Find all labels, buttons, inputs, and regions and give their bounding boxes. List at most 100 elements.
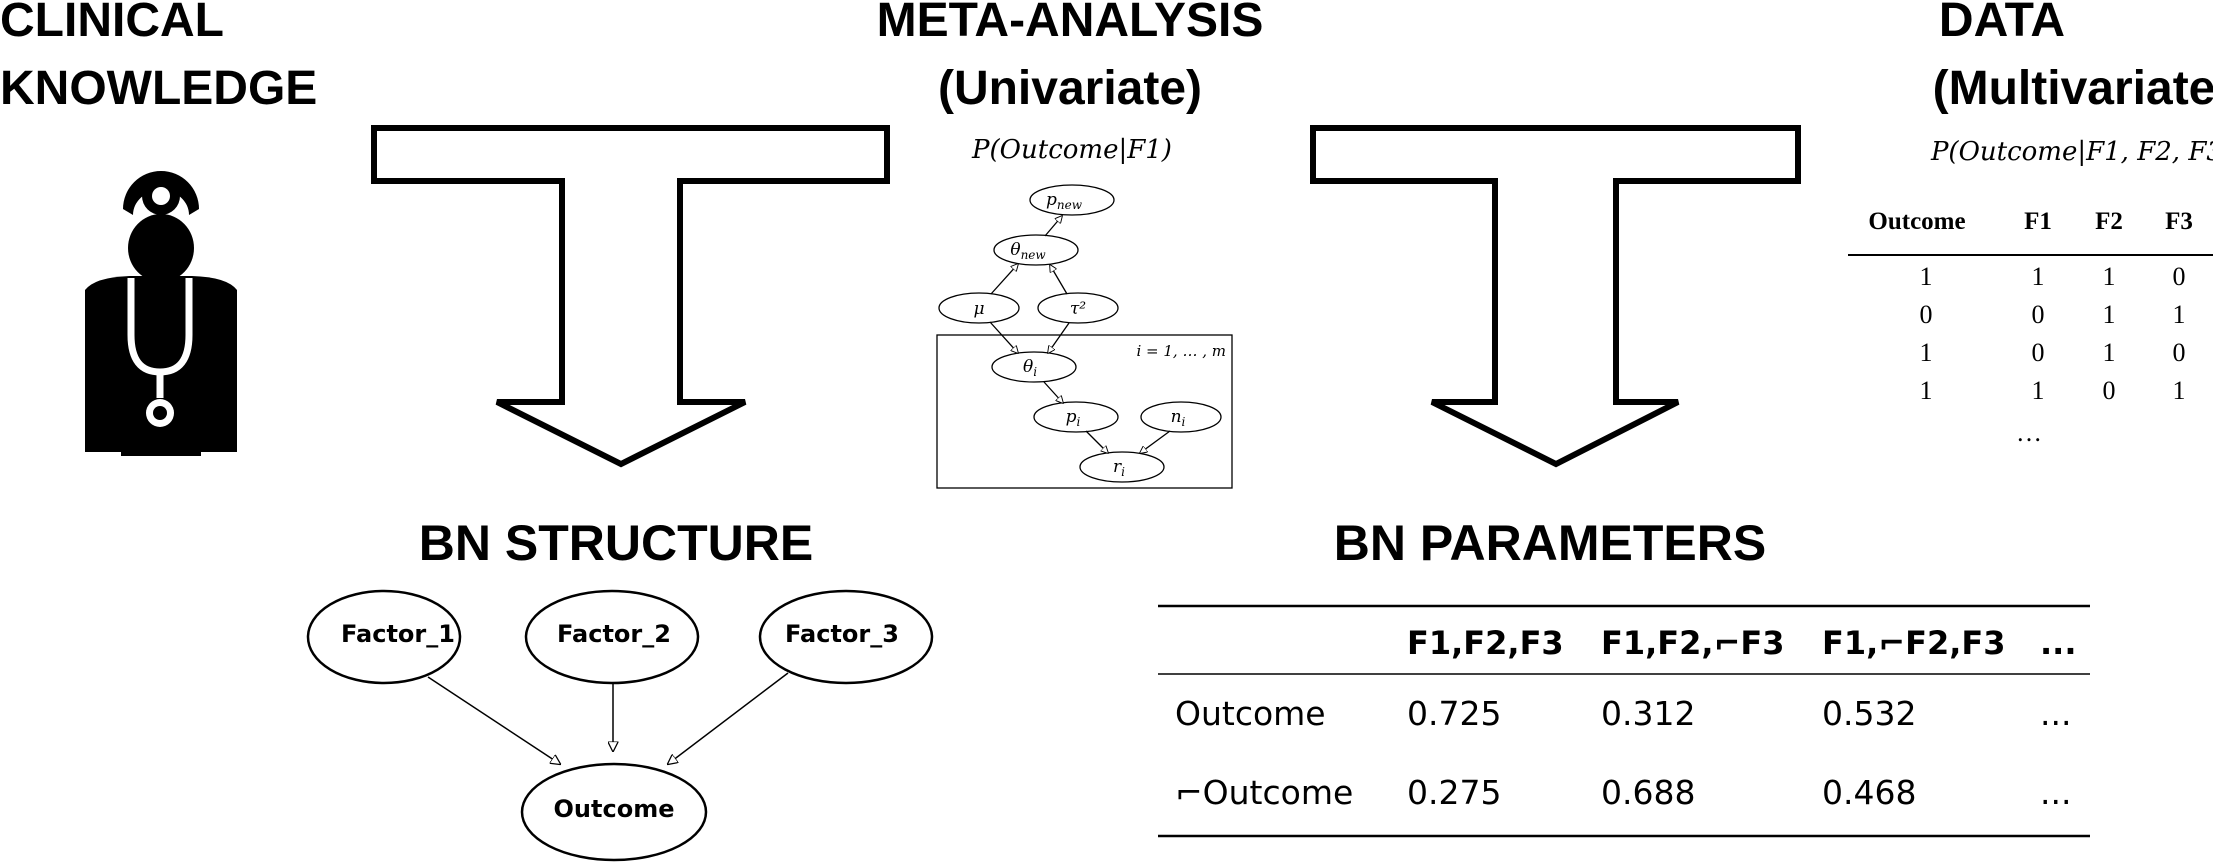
clinical-title-line2: KNOWLEDGE <box>0 62 317 115</box>
edge <box>1050 265 1068 295</box>
label-n-i-sub: i <box>1182 415 1186 429</box>
meta-analysis-model <box>936 184 1233 489</box>
svg-text:pi: pi <box>1066 407 1081 429</box>
data-cell: 0 <box>1920 300 1933 329</box>
meta-title-line2: (Univariate) <box>938 62 1202 115</box>
bn-parameters-table: F1,F2,F3 F1,F2,⌐F3 F1,⌐F2,F3 ... Outcome… <box>1158 604 2090 838</box>
data-cell: 1 <box>2173 300 2186 329</box>
params-row-label: ⌐Outcome <box>1175 773 1353 812</box>
data-table-ellipsis: … <box>2016 418 2042 447</box>
label-theta-new: θ <box>1010 240 1020 260</box>
data-cell: 1 <box>1920 262 1933 291</box>
t-shaped-arrow-icon <box>1310 125 1801 468</box>
params-cell: 0.275 <box>1407 773 1501 812</box>
node-theta-new <box>993 234 1079 266</box>
data-table: Outcome F1 F2 F3 1 1 1 0 0 0 1 1 1 0 1 0… <box>1848 208 2213 447</box>
svg-text:pnew: pnew <box>1046 190 1083 212</box>
edge <box>1085 430 1108 453</box>
label-p-i-sub: i <box>1077 415 1081 429</box>
univariate-formula: P(Outcome|F1) <box>971 135 1172 165</box>
edge <box>989 321 1018 353</box>
params-cell: 0.688 <box>1601 773 1695 812</box>
node-r-i <box>1079 451 1165 483</box>
node-mu <box>938 292 1020 324</box>
params-row-label: Outcome <box>1175 694 1326 733</box>
node-tau-squared <box>1037 292 1119 324</box>
params-col-header: F1,F2,F3 <box>1407 624 1564 662</box>
data-cell: 1 <box>1920 376 1933 405</box>
bn-structure-graph: Factor_1 Factor_2 Factor_3 Outcome <box>306 589 934 862</box>
svg-text:θi: θi <box>1023 357 1037 379</box>
plate <box>936 334 1233 489</box>
params-cell: 0.532 <box>1822 694 1916 733</box>
edge-factor3-outcome <box>668 672 789 764</box>
label-mu: μ <box>973 299 984 319</box>
node-p-new <box>1029 184 1115 216</box>
data-cell: 1 <box>2173 376 2186 405</box>
node-factor-1 <box>306 589 462 685</box>
data-cell: 1 <box>1920 338 1933 367</box>
params-col-header: ... <box>2040 624 2076 662</box>
params-cell: 0.468 <box>1822 773 1916 812</box>
data-col-header: F1 <box>2024 208 2052 235</box>
node-factor-3 <box>758 589 934 685</box>
data-cell: 0 <box>2032 300 2045 329</box>
bn-parameters-title: BN PARAMETERS <box>1334 515 1766 571</box>
data-title-line2: (Multivariate) <box>1933 62 2213 115</box>
factor-3-label: Factor_3 <box>785 620 899 648</box>
label-p-i: p <box>1066 407 1077 427</box>
data-cell: 1 <box>2103 262 2116 291</box>
edge-factor1-outcome <box>427 676 560 764</box>
meta-model-labels: pnew θnew μ τ² θi pi ni ri i = 1, … , m <box>973 190 1226 479</box>
multivariate-formula: P(Outcome|F1, F2, F3) <box>1930 137 2213 167</box>
node-theta-i <box>991 351 1077 383</box>
data-col-header: F2 <box>2095 208 2123 235</box>
clinical-title-line1: CLINICAL <box>0 0 224 47</box>
params-cell: ... <box>2040 694 2071 733</box>
data-cell: 0 <box>2173 338 2186 367</box>
label-n-i: n <box>1171 407 1182 427</box>
label-r-i: r <box>1113 457 1122 477</box>
edge <box>1044 216 1062 237</box>
edge <box>1140 430 1171 453</box>
data-cell: 1 <box>2103 300 2116 329</box>
label-p-new-sub: new <box>1057 198 1083 212</box>
t-shaped-arrow-icon <box>371 125 890 468</box>
data-cell: 1 <box>2103 338 2116 367</box>
params-col-header: F1,⌐F2,F3 <box>1822 624 2006 662</box>
data-title-line1: DATA <box>1939 0 2065 47</box>
data-cell: 0 <box>2173 262 2186 291</box>
node-factor-2 <box>524 589 700 685</box>
edge <box>990 264 1018 295</box>
params-cell: 0.312 <box>1601 694 1695 733</box>
node-n-i <box>1140 401 1222 433</box>
params-cell: 0.725 <box>1407 694 1501 733</box>
svg-text:ri: ri <box>1113 457 1125 479</box>
data-cell: 0 <box>2103 376 2116 405</box>
edge <box>1043 381 1063 403</box>
edge <box>1048 322 1070 353</box>
outcome-label: Outcome <box>554 795 675 823</box>
label-theta-i: θ <box>1023 357 1033 377</box>
data-cell: 1 <box>2032 376 2045 405</box>
factor-2-label: Factor_2 <box>557 620 671 648</box>
params-col-header: F1,F2,⌐F3 <box>1601 624 1785 662</box>
params-cell: ... <box>2040 773 2071 812</box>
label-theta-new-sub: new <box>1021 248 1047 262</box>
node-outcome <box>520 762 708 862</box>
svg-text:ni: ni <box>1171 407 1186 429</box>
node-p-i <box>1033 401 1119 433</box>
meta-title-line1: META-ANALYSIS <box>877 0 1264 47</box>
data-col-header: Outcome <box>1868 208 1965 235</box>
label-p-new: p <box>1046 190 1057 210</box>
doctor-icon <box>85 171 237 456</box>
factor-1-label: Factor_1 <box>341 620 455 648</box>
data-cell: 1 <box>2032 262 2045 291</box>
data-col-header: F3 <box>2165 208 2193 235</box>
data-cell: 0 <box>2032 338 2045 367</box>
svg-text:θnew: θnew <box>1010 240 1046 262</box>
label-r-i-sub: i <box>1121 465 1125 479</box>
label-tau-squared: τ² <box>1070 299 1086 319</box>
